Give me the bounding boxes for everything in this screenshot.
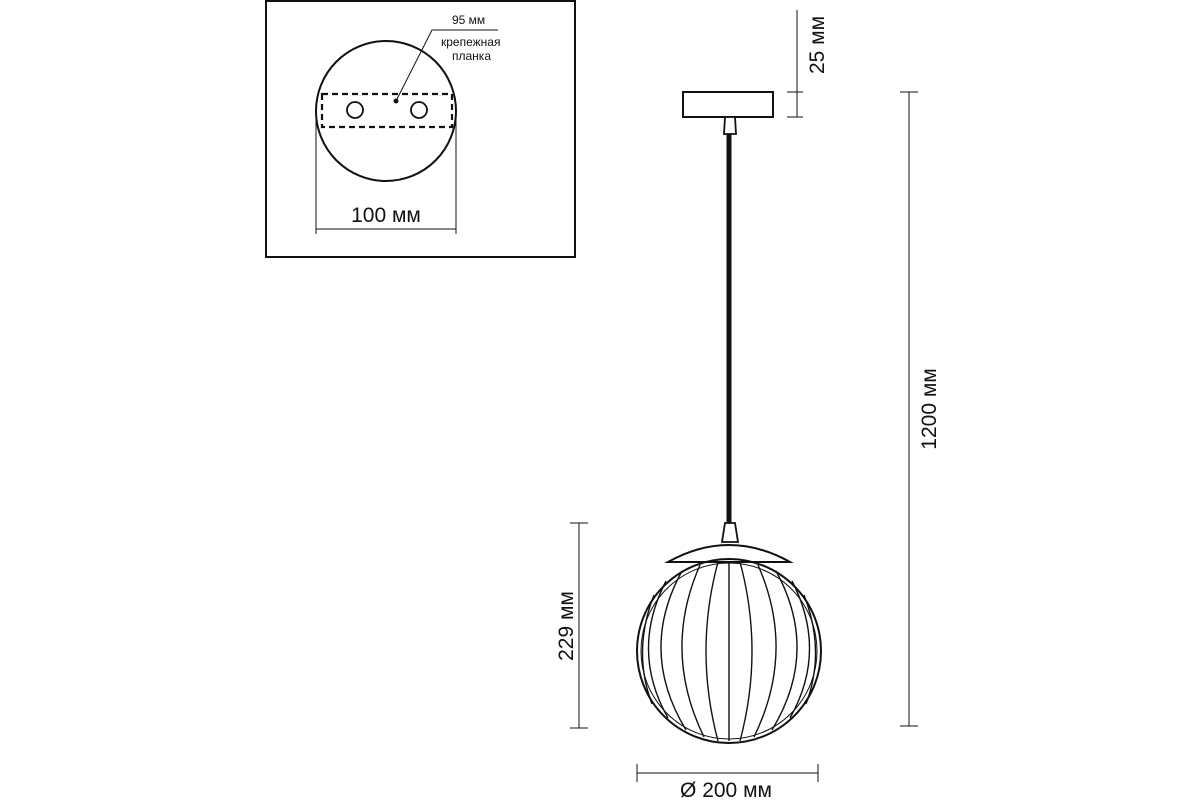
pendant-lamp [636,91,822,744]
canopy-detail-view: 95 мм крепежная планка 100 мм [265,0,576,258]
shade-height-dimension: 229 мм [555,522,588,729]
detail-frame [265,0,576,258]
bracket-leader-line [395,29,498,102]
shade-height-label: 229 мм [555,591,578,661]
shade-cap [664,544,794,563]
bracket-hole-right [410,101,428,119]
bracket-hole-left [346,101,364,119]
slot-width-label: 95 мм [452,13,485,27]
shade-diameter-label: Ø 200 мм [680,779,772,800]
canopy-cable-clamp [723,116,737,135]
mounting-bracket [320,92,454,129]
shade-cable-clamp [720,522,740,543]
canopy-height-label: 25 мм [806,16,829,74]
ceiling-canopy [682,91,774,118]
canopy-circle [315,40,457,182]
canopy-height-dimension: 25 мм [787,10,829,118]
bracket-label-line1: крепежная [441,35,500,49]
bracket-label-line2: планка [452,49,491,63]
shade-diameter-dimension: Ø 200 мм [636,764,819,802]
glass-globe [636,558,822,744]
total-height-dimension: 1200 мм [900,91,941,727]
canopy-diameter-label: 100 мм [351,204,421,227]
globe-ribs [641,561,817,742]
total-height-label: 1200 мм [918,368,941,449]
